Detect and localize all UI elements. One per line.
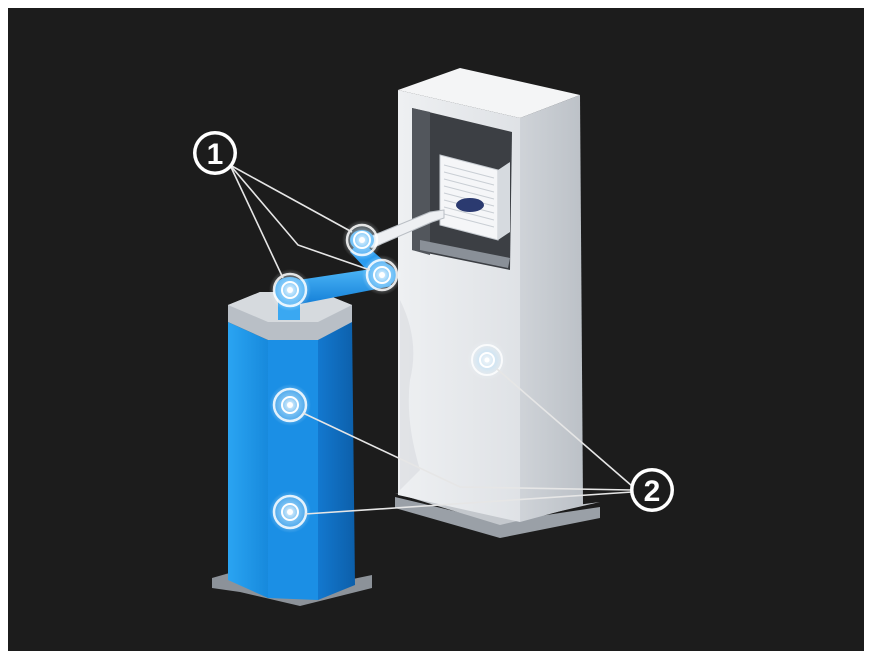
leader-2-tower-lower (304, 491, 633, 515)
cabinet-base-plate (395, 497, 600, 538)
wafer-disc (456, 198, 484, 212)
cabinet-shelf (420, 240, 510, 268)
tower-face-front (268, 340, 318, 600)
cabinet-side (520, 95, 583, 522)
leader-2-cabinet (496, 368, 633, 487)
leader-lines (229, 164, 633, 515)
robot-tower (212, 292, 372, 606)
callout-1-label: 1 (207, 138, 224, 171)
marker-cabinet (467, 340, 507, 380)
leader-1-wrist (229, 164, 353, 233)
tower-face-left (228, 322, 268, 598)
cabinet (361, 68, 600, 538)
leader-1-elbow (229, 164, 371, 271)
cabinet-top (398, 68, 580, 118)
marker-tower-lower (269, 491, 311, 533)
callout-2-badge: 2 (630, 468, 674, 512)
marker-tower-upper (269, 384, 311, 426)
marker-joint-wrist (342, 220, 382, 260)
leader-2-tower-upper (302, 412, 633, 491)
leader-1-shoulder (229, 164, 284, 279)
marker-joint-elbow (362, 255, 402, 295)
wafer-cassette (439, 154, 510, 241)
callout-1-badge: 1 (193, 131, 237, 175)
marker-joint-shoulder (269, 269, 311, 311)
tower-face-right (318, 320, 355, 600)
callout-2-label: 2 (644, 475, 661, 508)
